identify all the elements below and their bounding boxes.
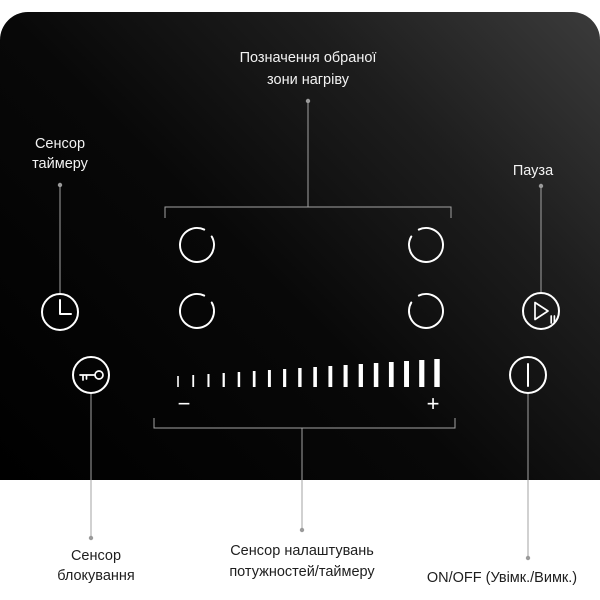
lock-sensor-label-line-2: блокування bbox=[57, 568, 135, 584]
timer-sensor-label-line-2: таймеру bbox=[32, 156, 88, 172]
slider-segment[interactable] bbox=[404, 361, 409, 387]
slider-segment[interactable] bbox=[343, 365, 348, 387]
zone-indicator-label-line-2: зони нагріву bbox=[267, 72, 349, 88]
lock-callout bbox=[88, 394, 94, 541]
slider-segment[interactable] bbox=[388, 362, 394, 387]
zone-indicator-icon bbox=[408, 293, 444, 329]
slider-minus-button[interactable]: − bbox=[177, 391, 191, 416]
on-off-callout-dot bbox=[525, 555, 531, 561]
clock-icon bbox=[41, 293, 79, 331]
play-pause-icon bbox=[522, 292, 560, 330]
pause-callout-dot bbox=[538, 183, 544, 189]
slider-sensor-label-line-2: потужностей/таймеру bbox=[229, 564, 375, 580]
slider-segment[interactable] bbox=[313, 367, 317, 387]
zone-indicator-icon bbox=[179, 227, 215, 263]
pause-callout bbox=[538, 183, 544, 292]
pause-sensor-button[interactable] bbox=[522, 292, 560, 330]
lock-callout-dot bbox=[88, 535, 94, 541]
glass-control-panel bbox=[0, 12, 600, 480]
slider-segment[interactable] bbox=[373, 363, 379, 387]
slider-segment[interactable] bbox=[222, 373, 225, 387]
power-timer-slider[interactable] bbox=[177, 359, 440, 387]
slider-segment[interactable] bbox=[298, 368, 302, 387]
lock-sensor-button[interactable] bbox=[72, 356, 110, 394]
slider-plus-button[interactable]: + bbox=[426, 391, 440, 416]
slider-segment[interactable] bbox=[358, 364, 363, 387]
slider-segment[interactable] bbox=[419, 360, 425, 387]
slider-callout-dot bbox=[299, 527, 305, 533]
on-off-callout bbox=[525, 394, 531, 561]
zone-indicators bbox=[179, 227, 444, 329]
key-icon bbox=[72, 356, 110, 394]
timer-callout bbox=[57, 182, 63, 293]
zone-indicator-label: Позначення обраної зони нагріву bbox=[198, 47, 418, 91]
lock-sensor-label: Сенсор блокування bbox=[36, 546, 156, 586]
timer-sensor-label-line-1: Сенсор bbox=[34, 136, 86, 152]
pause-label-line-1: Пауза bbox=[512, 163, 554, 179]
slider-segment[interactable] bbox=[328, 366, 333, 387]
zone-indicator-icon bbox=[179, 293, 215, 329]
timer-sensor-button[interactable] bbox=[41, 293, 79, 331]
pause-label: Пауза bbox=[483, 160, 583, 182]
zone-indicator-label-line-1: Позначення обраної bbox=[239, 50, 377, 66]
slider-segment[interactable] bbox=[177, 376, 179, 387]
slider-sensor-label-line-1: Сенсор налаштувань bbox=[230, 543, 374, 559]
slider-segment[interactable] bbox=[434, 359, 440, 387]
zone-indicator-callout bbox=[164, 98, 452, 218]
slider-segment[interactable] bbox=[237, 372, 241, 387]
slider-segment[interactable] bbox=[267, 370, 271, 387]
lock-sensor-label-line-1: Сенсор bbox=[70, 548, 122, 564]
zone-callout-dot bbox=[305, 98, 311, 104]
slider-segment[interactable] bbox=[252, 371, 256, 387]
slider-segment[interactable] bbox=[207, 374, 210, 387]
on-off-label-line-1: ON/OFF (Увімк./Вимк.) bbox=[426, 570, 578, 586]
on-off-sensor-button[interactable] bbox=[509, 356, 547, 394]
slider-callout bbox=[153, 418, 456, 533]
slider-sensor-label: Сенсор налаштувань потужностей/таймеру bbox=[192, 541, 412, 583]
timer-callout-dot bbox=[57, 182, 63, 188]
zone-callout-bracket bbox=[164, 206, 452, 218]
timer-sensor-label: Сенсор таймеру bbox=[0, 134, 120, 174]
on-off-label: ON/OFF (Увімк./Вимк.) bbox=[410, 567, 594, 589]
slider-segment[interactable] bbox=[283, 369, 287, 387]
power-icon bbox=[509, 356, 547, 394]
slider-callout-bracket bbox=[153, 418, 456, 429]
slider-segment[interactable] bbox=[192, 375, 195, 387]
zone-indicator-icon bbox=[408, 227, 444, 263]
